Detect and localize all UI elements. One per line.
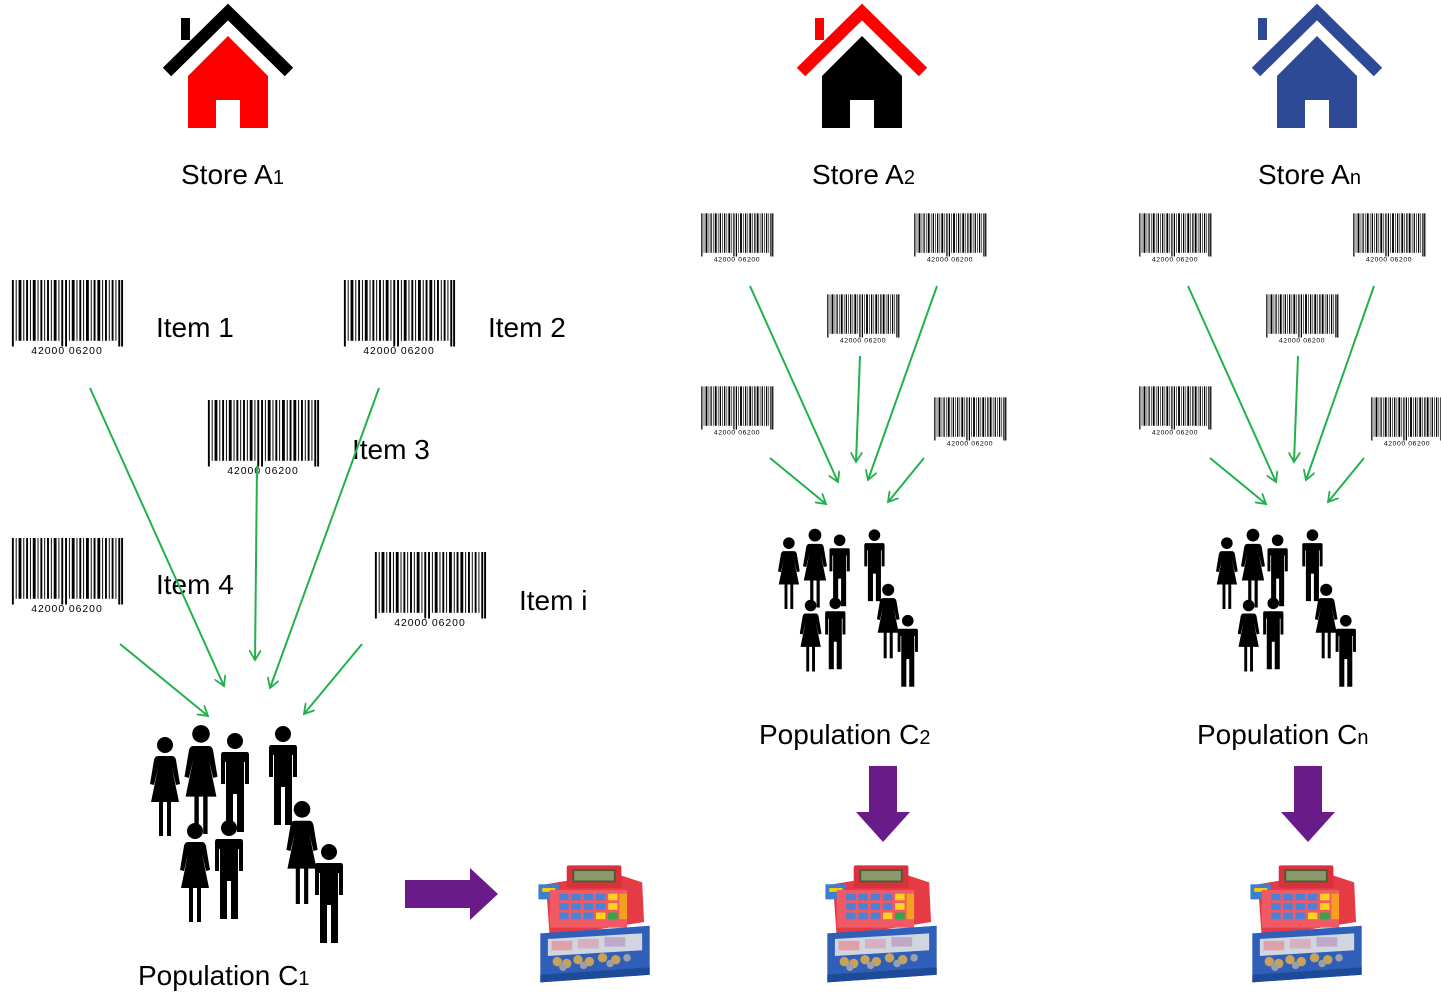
barcode-icon xyxy=(914,213,987,264)
barcode-icon xyxy=(1371,397,1441,448)
barcode-icon xyxy=(11,280,124,356)
store-a1-house-icon xyxy=(162,3,294,128)
barcode-icon xyxy=(374,552,487,628)
population-c2-people-group-icon xyxy=(778,529,918,687)
barcode-icon xyxy=(1353,213,1426,264)
item-i-label: Item i xyxy=(519,585,588,616)
population-cn-label: Population Cn xyxy=(1197,719,1369,750)
barcode-icon xyxy=(701,213,774,264)
store-a1-label: Store A1 xyxy=(181,159,284,190)
item-4-label: Item 4 xyxy=(156,569,234,600)
store-a2-label: Store A2 xyxy=(812,159,915,190)
purple-arrow-down-icon xyxy=(1281,766,1335,842)
cash-register-icon xyxy=(816,856,948,988)
population-c1-people-group-icon xyxy=(150,725,343,943)
barcode-icon xyxy=(1139,386,1212,437)
middle-green-arrows xyxy=(749,285,938,504)
cash-register-icon xyxy=(529,856,661,988)
left-green-arrows xyxy=(89,387,380,716)
item-2-label: Item 2 xyxy=(488,312,566,343)
store-an-house-icon xyxy=(1251,3,1383,128)
barcode-icon xyxy=(11,538,124,614)
barcode-icon xyxy=(827,294,900,345)
population-c2-label: Population C2 xyxy=(759,719,931,750)
right-green-arrows xyxy=(1187,285,1375,504)
population-c1-label: Population C1 xyxy=(138,960,310,991)
barcode-icon xyxy=(934,397,1007,448)
purple-arrow-down-icon xyxy=(856,766,910,842)
item-1-label: Item 1 xyxy=(156,312,234,343)
cash-register-icon xyxy=(1241,856,1373,988)
barcode-icon xyxy=(1139,213,1212,264)
item-3-label: Item 3 xyxy=(352,434,430,465)
barcode-icon xyxy=(1266,294,1339,345)
barcode-icon xyxy=(207,400,320,476)
purple-arrow-right-icon xyxy=(405,868,498,920)
barcode-icon xyxy=(701,386,774,437)
store-a2-house-icon xyxy=(796,3,928,128)
barcode-icon xyxy=(343,280,456,356)
population-cn-people-group-icon xyxy=(1216,529,1356,687)
store-an-label: Store An xyxy=(1258,159,1361,190)
